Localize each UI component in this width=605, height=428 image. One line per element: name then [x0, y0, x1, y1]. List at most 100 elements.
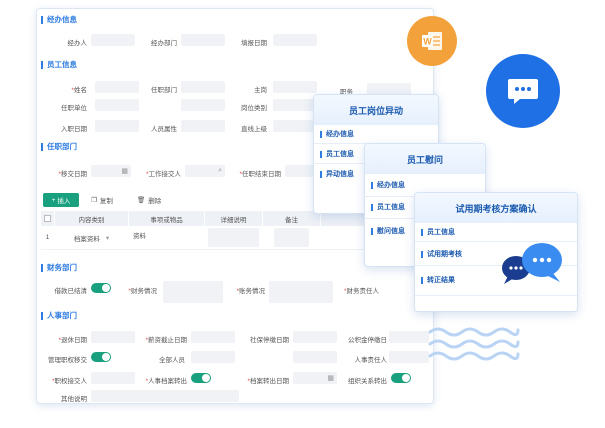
row-category[interactable]: 档案资料▾	[55, 226, 129, 249]
org-transfer-label: 组织关系转出	[348, 378, 387, 385]
archive-date-label: *档案转出日期	[247, 378, 289, 385]
section-finance-title: 财务部门	[47, 263, 77, 272]
loan-cleared-label: 借款已结清	[54, 288, 88, 295]
copy-icon: ❐	[91, 197, 97, 204]
section-operator: 经办信息	[41, 14, 77, 25]
hr-owner-input[interactable]	[389, 351, 429, 363]
handler-dept-label: 经办部门	[151, 40, 177, 47]
select-all-checkbox[interactable]	[41, 211, 55, 226]
insert-row-button[interactable]: +插入	[43, 193, 79, 207]
superior-input[interactable]	[273, 120, 317, 132]
archive-out-label: *人事档案转出	[145, 378, 187, 385]
calendar-icon: ▦	[327, 375, 334, 382]
card-condolence-item-condolence[interactable]: 慰问信息	[371, 226, 405, 236]
archive-date-input[interactable]: ▦	[293, 372, 337, 384]
chevron-down-icon: ▾	[105, 234, 110, 242]
dept-label: 任职部门	[151, 87, 177, 94]
fill-date-input[interactable]	[273, 34, 317, 46]
word-letter: W	[423, 37, 432, 47]
row-remark[interactable]	[263, 226, 321, 249]
card-probation-item-result[interactable]: 转正结果	[421, 275, 455, 285]
position-label: 主岗	[254, 87, 267, 94]
card-probation-item-employee[interactable]: 员工信息	[421, 227, 455, 237]
loan-cleared-toggle[interactable]	[91, 283, 111, 293]
section-finance: 财务部门	[41, 262, 77, 273]
resign-date-label: *退休日期	[58, 337, 87, 344]
card-probation-title: 试用期考核方案确认	[415, 193, 577, 223]
card-condolence-item-employee[interactable]: 员工信息	[371, 202, 405, 212]
section-operator-title: 经办信息	[47, 15, 77, 24]
end-date-input[interactable]	[285, 165, 315, 177]
fund-end-input[interactable]	[389, 331, 429, 343]
copy-row-button[interactable]: ❐复制	[91, 197, 113, 205]
other-input[interactable]	[91, 390, 239, 402]
card-transfer-item-operator[interactable]: 经办信息	[320, 129, 354, 139]
person-attr-input[interactable]	[181, 120, 225, 132]
section-employee-title: 员工信息	[47, 60, 77, 69]
finance-owner-label: *财务责任人	[343, 288, 379, 295]
row-item[interactable]: 资料	[129, 226, 205, 249]
handler-input[interactable]	[91, 34, 135, 46]
search-icon: ⌕	[218, 167, 222, 174]
calendar-icon: ▦	[121, 168, 128, 175]
superior-label: 直线上级	[241, 126, 267, 133]
col-detail: 详细说明	[205, 211, 263, 226]
name-label: *姓名	[71, 87, 87, 94]
salary-end-input[interactable]	[191, 331, 235, 343]
manage-transfer-toggle[interactable]	[91, 352, 111, 362]
social-end-label: 社保停缴日期	[250, 337, 289, 344]
dept-extra-input[interactable]	[181, 99, 225, 111]
unit-input[interactable]	[95, 99, 139, 111]
finance-status-label: *财务情况	[128, 288, 157, 295]
card-transfer-item-change[interactable]: 异动信息	[320, 169, 354, 179]
social-end-input[interactable]	[293, 331, 337, 343]
hr-owner-label: 人事责任人	[354, 357, 388, 364]
finance-status-input[interactable]	[163, 281, 223, 303]
person-attr-label: 人员属性	[151, 126, 177, 133]
card-transfer-item-employee[interactable]: 员工信息	[320, 149, 354, 159]
receiver-input[interactable]: ⌕	[185, 165, 225, 177]
duty-receiver-input[interactable]	[91, 372, 135, 384]
unit-label: 任职单位	[61, 105, 87, 112]
dept-input[interactable]	[181, 81, 225, 93]
entry-date-input[interactable]	[95, 120, 139, 132]
org-transfer-toggle[interactable]	[391, 373, 411, 383]
card-probation-item-assessment[interactable]: 试用期考核	[421, 249, 462, 259]
post-type-input[interactable]	[273, 99, 317, 111]
title-input[interactable]	[367, 83, 411, 95]
table-header: 内容类别 事项或物品 详细说明 备注	[41, 211, 431, 226]
row-detail[interactable]	[205, 226, 263, 249]
end-date-label: *任职结束日期	[239, 171, 281, 178]
section-hr: 人事部门	[41, 310, 77, 321]
all-staff-input[interactable]	[191, 351, 235, 363]
name-input[interactable]	[95, 81, 139, 93]
card-condolence-title: 员工慰问	[365, 144, 485, 174]
handler-dept-input[interactable]	[181, 34, 225, 46]
transfer-date-input[interactable]: ▦	[91, 165, 131, 177]
row-index: 1	[41, 226, 55, 249]
account-status-label: *账务情况	[236, 288, 265, 295]
delete-row-button[interactable]: 🗑删除	[137, 197, 162, 205]
section-employee: 员工信息	[41, 59, 77, 70]
archive-out-toggle[interactable]	[191, 373, 211, 383]
col-item: 事项或物品	[129, 211, 205, 226]
duty-receiver-label: *职权接交人	[51, 378, 87, 385]
handler-label: 经办人	[67, 40, 88, 47]
wave-decoration-icon	[428, 327, 520, 361]
plus-icon: +	[51, 196, 56, 204]
position-input[interactable]	[273, 81, 317, 93]
card-position-transfer-title: 员工岗位异动	[314, 95, 438, 125]
entry-date-label: 入职日期	[61, 126, 87, 133]
trash-icon: 🗑	[137, 197, 146, 204]
post-type-label: 岗位类别	[241, 105, 267, 112]
handover-table: 内容类别 事项或物品 详细说明 备注 1 档案资料▾ 资料	[41, 211, 431, 250]
transfer-date-label: *移交日期	[58, 171, 87, 178]
account-status-input[interactable]	[269, 281, 333, 303]
other-label: 其他说明	[61, 396, 87, 403]
resign-date-input[interactable]	[91, 331, 135, 343]
all-staff-extra-input[interactable]	[293, 351, 337, 363]
fund-end-label: 公积金停缴日	[348, 337, 387, 344]
table-row[interactable]: 1 档案资料▾ 资料	[41, 226, 431, 250]
card-condolence-item-operator[interactable]: 经办信息	[371, 180, 405, 190]
section-department: 任职部门	[41, 141, 77, 152]
